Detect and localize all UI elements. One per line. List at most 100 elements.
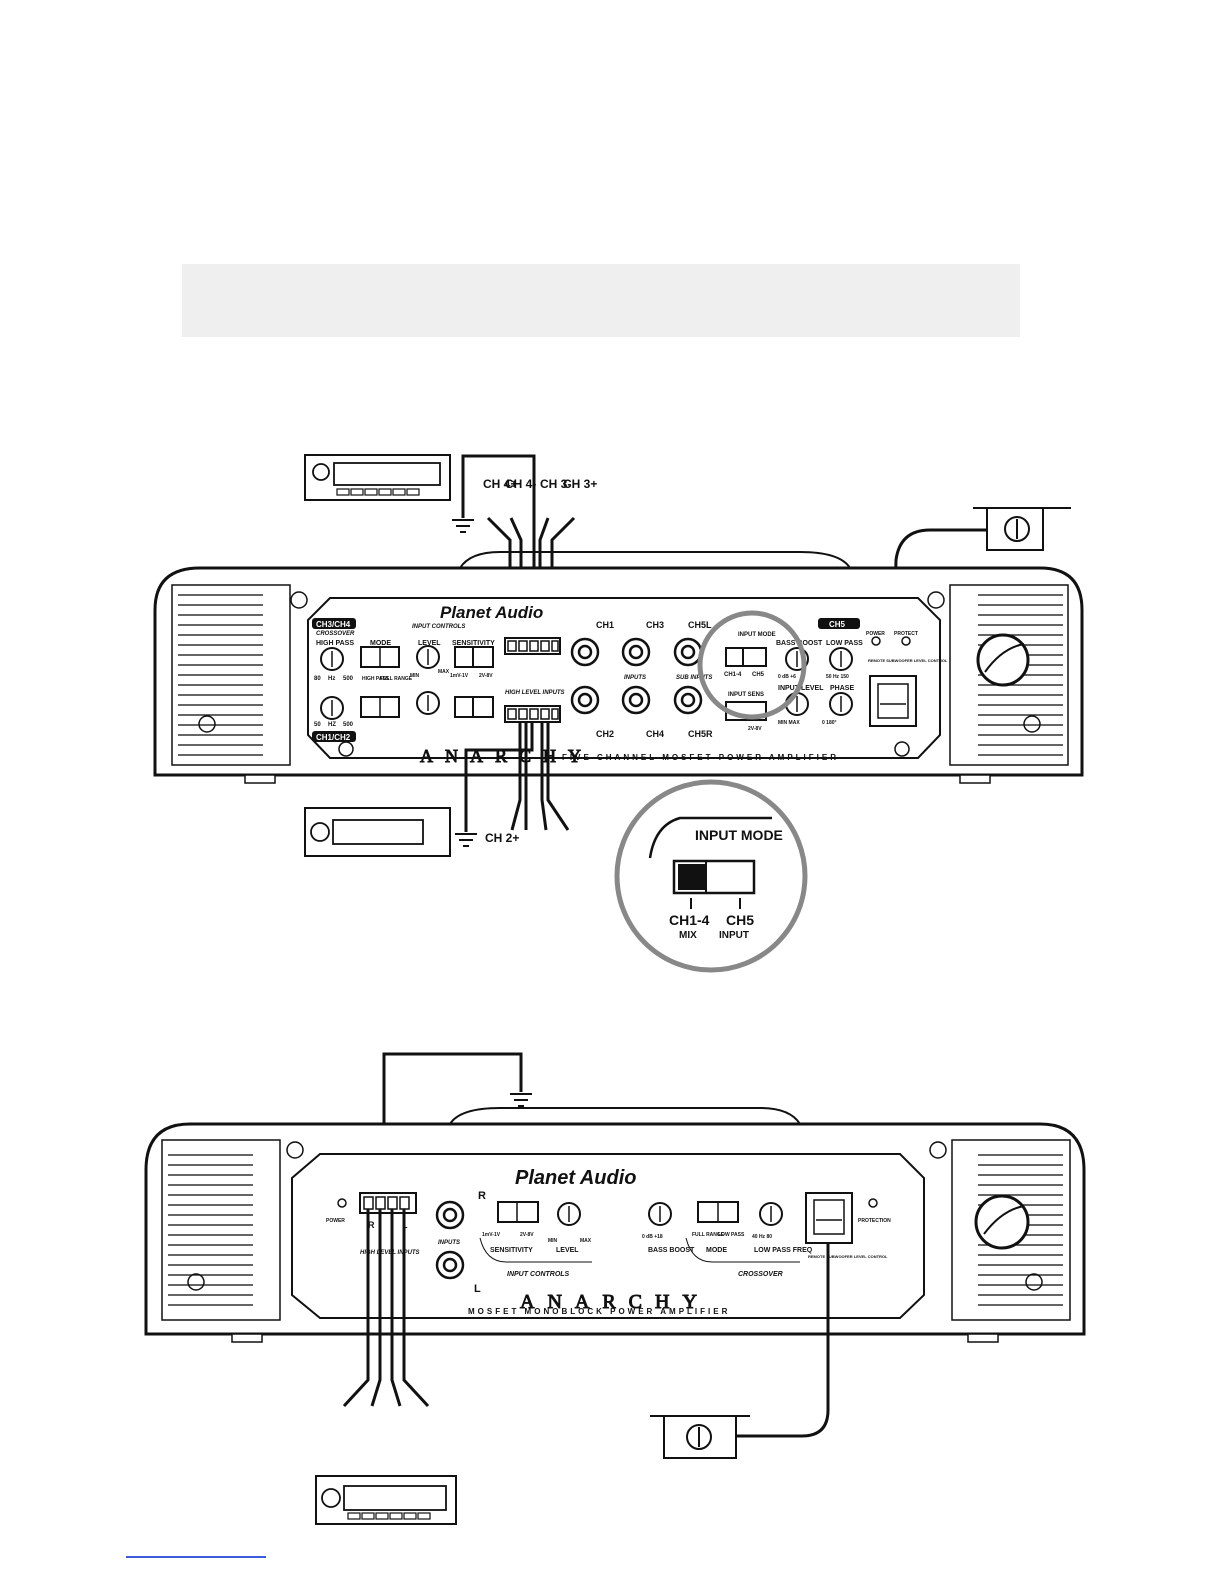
amp5-input-controls: INPUT CONTROLS bbox=[412, 624, 465, 630]
amp5-sub-inputs: SUB INPUTS bbox=[676, 675, 712, 681]
amp1-level: LEVEL bbox=[556, 1247, 579, 1254]
amp1-low-pass-freq: LOW PASS FREQ bbox=[754, 1247, 813, 1254]
amp1-r: R bbox=[478, 1190, 486, 1202]
amp5-group-ch1ch2: CH1/CH2 bbox=[316, 733, 351, 742]
amp5-rca-ch5r: CH5R bbox=[688, 729, 713, 739]
amp1-model: ANARCHY bbox=[520, 1291, 710, 1313]
head-unit-lower bbox=[304, 807, 451, 857]
zoom-right-label: CH5 bbox=[726, 912, 754, 928]
amp5-input-sens: INPUT SENS bbox=[728, 692, 764, 698]
amp5-hp2-max: 500 bbox=[343, 722, 354, 728]
remote-level-control-top bbox=[973, 507, 1071, 551]
amp5-input-sens-values: 2V-8V bbox=[748, 726, 762, 732]
remote-level-control-bottom bbox=[650, 1415, 750, 1459]
amp5-input-mode-ch5: CH5 bbox=[752, 672, 765, 678]
label-ch3-minus: CH 3- bbox=[540, 477, 571, 491]
amp5-high-level-inputs: HIGH LEVEL INPUTS bbox=[505, 690, 565, 696]
amp5-group-ch5: CH5 bbox=[829, 620, 846, 629]
amp5-hp2-min: 50 bbox=[314, 722, 321, 728]
remote-cable-top bbox=[891, 528, 987, 681]
amp5-hp-max: 500 bbox=[343, 676, 354, 682]
amp5-mode-full: FULL RANGE bbox=[380, 676, 413, 682]
amp1-brand: Planet Audio bbox=[515, 1167, 636, 1189]
label-ch2-plus: CH 2+ bbox=[485, 831, 519, 845]
amp5-hp2-hz: HZ bbox=[328, 722, 336, 728]
ground-symbol-amp1 bbox=[510, 1093, 532, 1107]
amp1-protection: PROTECTION bbox=[858, 1218, 891, 1224]
amp5-hp-hz: Hz bbox=[328, 676, 335, 682]
amp5-rca-ch3: CH3 bbox=[646, 620, 664, 630]
amp5-high-pass: HIGH PASS bbox=[316, 640, 354, 647]
amp1-bass-boost-range: 0 dB +18 bbox=[642, 1234, 663, 1240]
amp5-low-pass: LOW PASS bbox=[826, 640, 863, 647]
amp5-level-min: MIN bbox=[410, 673, 420, 679]
amp5-input-mode: INPUT MODE bbox=[738, 632, 776, 638]
amp1-sens-high: 2V-8V bbox=[520, 1232, 534, 1238]
amp1-mode: MODE bbox=[706, 1247, 727, 1254]
amp5-inputs: INPUTS bbox=[624, 675, 646, 681]
amp5-phase-range: 0 180° bbox=[822, 720, 837, 726]
amp1-input-controls: INPUT CONTROLS bbox=[507, 1271, 570, 1278]
amp1-remote: REMOTE SUBWOOFER LEVEL CONTROL bbox=[808, 1254, 888, 1259]
amp1-sens-low: 1mV-1V bbox=[482, 1232, 501, 1238]
amp5-bottom-wires bbox=[464, 722, 570, 832]
amp5-power: POWER bbox=[866, 631, 885, 637]
amp5-protect: PROTECT bbox=[894, 631, 918, 637]
amp1-inputs: INPUTS bbox=[438, 1240, 460, 1246]
amp5-bass-boost-range: 0 dB +6 bbox=[778, 674, 796, 680]
amp1-high-level-inputs: HIGH LEVEL INPUTS bbox=[360, 1250, 420, 1256]
amp5-rca-ch4: CH4 bbox=[646, 729, 664, 739]
amp1-mode-full: FULL RANGE bbox=[692, 1232, 725, 1238]
amp1-crossover: CROSSOVER bbox=[738, 1271, 783, 1278]
zoom-left-sub: MIX bbox=[679, 930, 697, 941]
amp1-l: L bbox=[474, 1283, 481, 1295]
amp5-hp-min: 80 bbox=[314, 676, 321, 682]
amp5-low-pass-range: 50 Hz 150 bbox=[826, 674, 849, 680]
head-unit-bottom bbox=[315, 1475, 457, 1525]
ground-symbol-mid bbox=[455, 833, 477, 847]
amp-five-channel bbox=[153, 551, 1084, 784]
amp5-level-max: MAX bbox=[438, 669, 450, 675]
label-ch3-plus: CH 3+ bbox=[563, 477, 597, 491]
ground-symbol-top bbox=[452, 519, 474, 533]
amp5-rca-ch1: CH1 bbox=[596, 620, 614, 630]
footer-link-underline bbox=[126, 1556, 266, 1558]
remote-cable-bottom bbox=[736, 1243, 830, 1438]
amp1-panel: Planet Audio POWER PROTECTION R L HIGH L… bbox=[326, 1167, 891, 1316]
amp1-input-wires bbox=[342, 1209, 430, 1408]
label-ch4-plus: CH 4+ bbox=[483, 477, 517, 491]
amp1-mode-low: LOW PASS bbox=[718, 1232, 745, 1238]
amp1-bass-boost: BASS BOOST bbox=[648, 1247, 695, 1254]
head-unit-top bbox=[304, 454, 451, 501]
amp1-power: POWER bbox=[326, 1218, 345, 1224]
amp5-group-ch3ch4: CH3/CH4 bbox=[316, 620, 351, 629]
amp5-rca-ch2: CH2 bbox=[596, 729, 614, 739]
amp1-hl-r: R bbox=[368, 1220, 375, 1230]
amp5-level: LEVEL bbox=[418, 640, 441, 647]
amp5-input-level-range: MIN MAX bbox=[778, 720, 800, 726]
amp1-subtitle: MOSFET MONOBLOCK POWER AMPLIFIER bbox=[468, 1307, 730, 1316]
amp1-level-min: MIN bbox=[548, 1238, 558, 1244]
amp1-sensitivity: SENSITIVITY bbox=[490, 1247, 533, 1254]
amp1-lp-range: 40 Hz 80 bbox=[752, 1234, 772, 1240]
amp5-sens-high: 2V-8V bbox=[479, 673, 493, 679]
amp1-level-max: MAX bbox=[580, 1238, 592, 1244]
highlight-circle bbox=[697, 610, 807, 720]
amp5-sens-low: 1mV-1V bbox=[450, 673, 469, 679]
amp5-brand: Planet Audio bbox=[440, 603, 543, 622]
amp5-input-mode-ch14: CH1-4 bbox=[724, 672, 742, 678]
zoom-left-label: CH1-4 bbox=[669, 912, 710, 928]
amp5-crossover: CROSSOVER bbox=[316, 631, 355, 637]
amp5-subtitle: FIVE CHANNEL MOSFET POWER AMPLIFIER bbox=[562, 753, 839, 762]
amp5-mode-high: HIGH PASS bbox=[362, 676, 390, 682]
amp5-rca-ch5l: CH5L bbox=[688, 620, 712, 630]
amp5-remote: REMOTE SUBWOOFER LEVEL CONTROL bbox=[868, 658, 948, 663]
zoom-title: INPUT MODE bbox=[695, 827, 783, 843]
amp5-phase: PHASE bbox=[830, 685, 854, 692]
label-ch4-minus: CH 4- bbox=[505, 477, 536, 491]
gray-banner bbox=[182, 264, 1020, 337]
input-mode-zoom: INPUT MODE CH1-4 CH5 MIX INPUT bbox=[614, 779, 808, 973]
amp5-mode: MODE bbox=[370, 640, 391, 647]
zoom-right-sub: INPUT bbox=[719, 930, 749, 941]
